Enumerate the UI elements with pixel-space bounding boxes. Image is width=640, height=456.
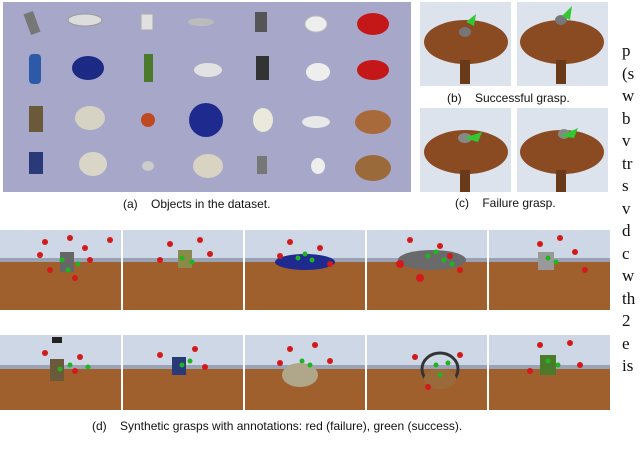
synthetic-grasps-row-1-image	[0, 230, 610, 310]
body-line: v	[622, 131, 631, 150]
body-line: th	[622, 288, 636, 308]
success-grasp-image	[420, 2, 608, 86]
body-line: c	[622, 243, 630, 263]
body-line: s	[622, 176, 629, 195]
body-line: d	[622, 221, 631, 240]
synthetic-grasps-row-2	[0, 335, 610, 410]
failure-grasp-panel	[420, 108, 608, 192]
dataset-objects-image	[3, 2, 411, 192]
body-line: 2	[622, 311, 631, 330]
body-line: w	[622, 266, 635, 285]
success-grasp-panel	[420, 2, 608, 86]
body-text-column: p (s w b v tr s v d c w th 2 e is	[622, 40, 640, 378]
dataset-objects-panel	[3, 2, 411, 192]
caption-b: (b) Successful grasp.	[447, 91, 570, 105]
body-line: v	[622, 198, 631, 218]
failure-grasp-image	[420, 108, 608, 192]
body-line: w	[622, 86, 635, 105]
synthetic-grasps-row-1	[0, 230, 610, 310]
body-line: tr	[622, 153, 633, 173]
body-line: b	[622, 108, 631, 128]
body-line: is	[622, 356, 634, 375]
body-line: e	[622, 333, 630, 353]
synthetic-grasps-row-2-image	[0, 335, 610, 410]
caption-c: (c) Failure grasp.	[455, 196, 556, 210]
caption-d: (d) Synthetic grasps with annotations: r…	[92, 419, 463, 433]
body-line: (s	[622, 63, 635, 83]
body-line: p	[622, 41, 631, 60]
caption-a: (a) Objects in the dataset.	[123, 197, 271, 211]
